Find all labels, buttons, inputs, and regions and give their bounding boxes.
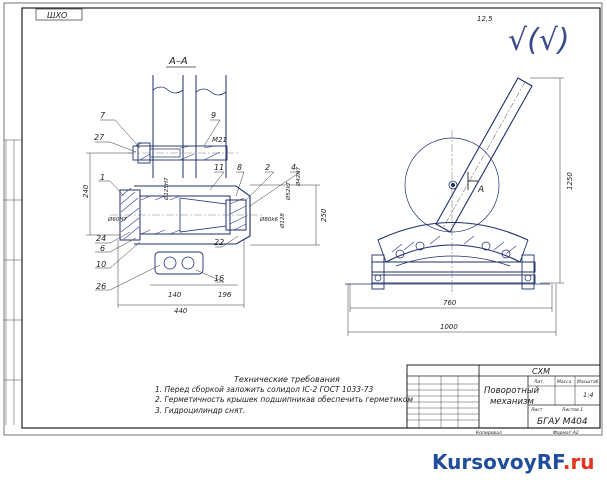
title-organization: БГАУ М404 bbox=[537, 417, 588, 427]
title-copied: Копировал bbox=[476, 430, 502, 436]
title-line-1: Поворотный bbox=[484, 386, 540, 396]
callout-1: 1 bbox=[100, 173, 105, 182]
stamp-text: ШХО bbox=[47, 11, 67, 20]
main-view bbox=[345, 77, 550, 295]
dim-196: 196 bbox=[218, 291, 232, 299]
roughness-symbol: √(√) bbox=[508, 23, 570, 58]
left-margin-strip bbox=[4, 139, 22, 425]
dim-440: 440 bbox=[174, 307, 188, 315]
fit-80k6: Ø80k6 bbox=[259, 216, 279, 223]
dim-1250: 1250 bbox=[566, 172, 574, 190]
title-hdr-scale: Масштаб bbox=[577, 379, 599, 385]
dim-240: 240 bbox=[82, 184, 90, 198]
callout-22: 22 bbox=[214, 238, 224, 247]
callout-24: 24 bbox=[96, 234, 106, 243]
callout-10: 10 bbox=[96, 260, 106, 269]
dim-760: 760 bbox=[443, 299, 457, 307]
title-hdr-sheet: Лист bbox=[530, 407, 543, 413]
tech-req-item-3: 3. Гидроцилиндр снят. bbox=[155, 406, 245, 415]
watermark: KursovoyRF.ru bbox=[432, 450, 595, 474]
sheet-border bbox=[3, 2, 603, 436]
section-cut-mark bbox=[467, 172, 478, 190]
callout-2: 2 bbox=[265, 163, 270, 172]
leader-lines bbox=[95, 119, 301, 291]
title-hdr-sheets: Листов 1 bbox=[561, 407, 583, 413]
section-view bbox=[110, 75, 262, 275]
title-scale-value: 1:4 bbox=[583, 391, 593, 399]
stamp-box bbox=[35, 8, 83, 21]
roughness-value: 12,5 bbox=[477, 15, 493, 23]
title-hdr-lit: Лит. bbox=[533, 379, 544, 385]
section-hatching bbox=[120, 142, 247, 240]
dim-m21: M21 bbox=[212, 136, 227, 144]
fit-52k7: Ø52k7 bbox=[285, 181, 292, 201]
dim-140: 140 bbox=[168, 291, 182, 299]
fit-42h7: Ø42H7 bbox=[295, 167, 302, 187]
watermark-main: KursovoyRF bbox=[432, 450, 564, 474]
callout-7: 7 bbox=[100, 111, 106, 120]
dim-250: 250 bbox=[320, 208, 328, 222]
callout-8: 8 bbox=[237, 163, 242, 172]
fit-125h7: Ø125H7 bbox=[163, 177, 170, 201]
title-hdr-mass: Масса bbox=[557, 379, 572, 385]
fit-60h7: Ø60H7 bbox=[107, 216, 127, 223]
tech-req-item-2: 2. Герметичность крышек подшипникав обес… bbox=[155, 395, 413, 404]
section-dimension-lines bbox=[86, 152, 320, 308]
watermark-suffix: .ru bbox=[563, 450, 595, 474]
callout-26: 26 bbox=[96, 282, 106, 291]
main-hatching bbox=[391, 235, 517, 255]
title-line-2: механизм bbox=[490, 397, 534, 407]
callout-6: 6 bbox=[100, 244, 105, 253]
tech-req-heading: Технические требования bbox=[234, 375, 340, 384]
tech-req-item-1: 1. Перед сборкой заложить солидол IС-2 Г… bbox=[155, 385, 373, 394]
dim-1000: 1000 bbox=[440, 323, 458, 331]
section-cut-label: А bbox=[477, 185, 484, 195]
section-label: А–А bbox=[168, 56, 188, 67]
callout-11: 11 bbox=[214, 163, 224, 172]
title-block bbox=[406, 364, 601, 429]
drawing-frame bbox=[21, 7, 601, 429]
callout-16: 16 bbox=[214, 274, 224, 283]
callout-4: 4 bbox=[291, 163, 296, 172]
title-project: СХМ bbox=[532, 367, 550, 376]
main-dimension-lines bbox=[347, 77, 564, 336]
fit-128: Ø128 bbox=[279, 213, 286, 229]
callout-27: 27 bbox=[94, 133, 105, 142]
callout-9: 9 bbox=[211, 111, 216, 120]
title-format: Формат A2 bbox=[553, 430, 579, 436]
